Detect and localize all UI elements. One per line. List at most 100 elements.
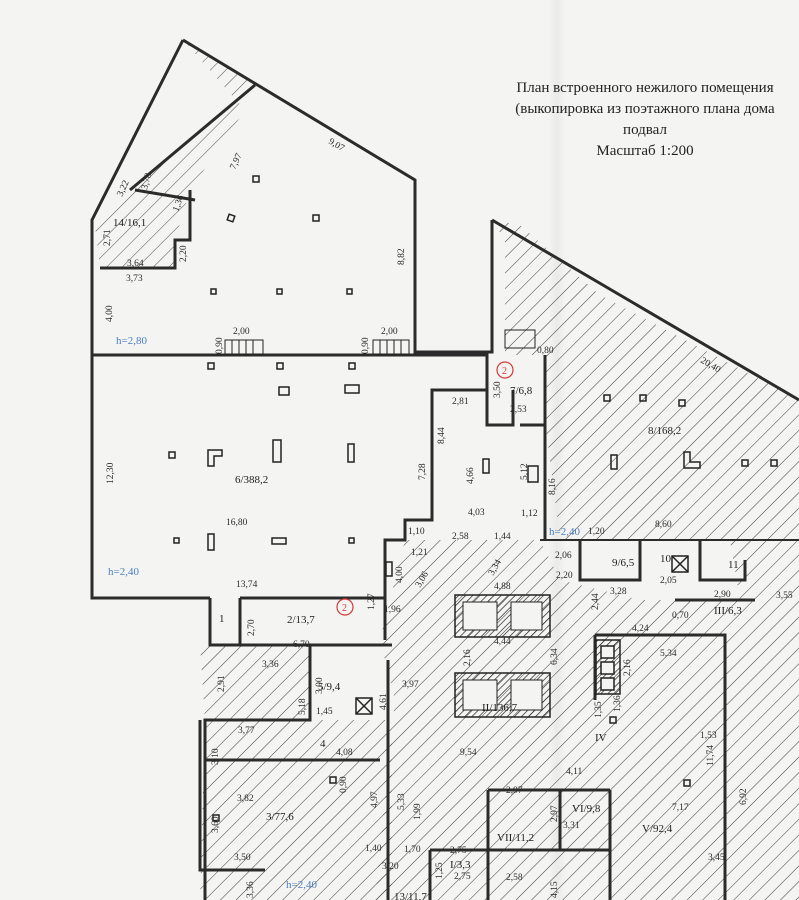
marker-2: 2 bbox=[342, 603, 347, 614]
dim: 3,77 bbox=[238, 726, 255, 736]
dim: 3,36 bbox=[262, 660, 279, 670]
dim: 7,17 bbox=[672, 803, 689, 813]
dim: 2,97 bbox=[550, 805, 560, 822]
dim: 4,11 bbox=[566, 767, 583, 777]
dim: 1,99 bbox=[413, 803, 423, 820]
dim: 1,10 bbox=[408, 527, 425, 537]
dim: 2,16 bbox=[463, 649, 473, 666]
room-5-label: 5/9,4 bbox=[318, 681, 341, 693]
room-7-label: 7/6,8 bbox=[510, 385, 533, 397]
dim: 4,24 bbox=[632, 624, 649, 634]
dim: 6,92 bbox=[739, 788, 749, 805]
dim: 3,82 bbox=[237, 794, 254, 804]
dim: 4,44 bbox=[494, 637, 511, 647]
dim: 1,12 bbox=[521, 509, 538, 519]
dim: 1,53 bbox=[700, 731, 717, 741]
room-4-label: 4 bbox=[320, 738, 326, 750]
dim: 1,45 bbox=[316, 707, 333, 717]
hatch-central-lower bbox=[375, 540, 799, 900]
dim: 16,80 bbox=[226, 518, 248, 528]
dim: 1,40 bbox=[365, 844, 382, 854]
dim: 2,90 bbox=[714, 590, 731, 600]
title-line-1: План встроенного нежилого помещения bbox=[516, 80, 774, 96]
dim: 1,25 bbox=[435, 862, 445, 879]
title-line-4: Масштаб 1:200 bbox=[596, 143, 694, 159]
dim: 1,36 bbox=[613, 695, 623, 712]
plan-title-block: План встроенного нежилого помещения (вык… bbox=[480, 78, 799, 162]
dim: 2,20 bbox=[179, 245, 189, 262]
dim: 3,28 bbox=[610, 587, 627, 597]
dim: 4,61 bbox=[379, 693, 389, 710]
hatch-lower-left bbox=[200, 645, 392, 900]
dim: 4,97 bbox=[370, 791, 380, 808]
room-13-label: 13/11,7 bbox=[394, 891, 427, 900]
dim: 2,20 bbox=[556, 571, 573, 581]
dim: 8,16 bbox=[548, 478, 558, 495]
red-markers: 2 2 bbox=[336, 361, 514, 616]
dim: 2,44 bbox=[591, 593, 601, 610]
room-IV-label: IV bbox=[595, 732, 607, 744]
room-2-label: 2/13,7 bbox=[287, 614, 315, 626]
room-6-label: 6/388,2 bbox=[235, 474, 268, 486]
room-14-label: 14/16,1 bbox=[113, 217, 146, 229]
dim: 8,44 bbox=[437, 427, 447, 444]
dim: 2,05 bbox=[660, 576, 677, 586]
dim: 3,36 bbox=[246, 881, 256, 898]
room-V-label: V/92,4 bbox=[642, 823, 673, 835]
dim: 3,64 bbox=[127, 259, 144, 269]
columns bbox=[168, 175, 778, 822]
dim: 1,35 bbox=[594, 701, 604, 718]
height-note-3: h=2,40 bbox=[549, 526, 580, 538]
room-1-label: 1 bbox=[219, 613, 225, 625]
dim: 4,15 bbox=[550, 881, 560, 898]
dim: 2,71 bbox=[103, 229, 113, 246]
dim: 5,18 bbox=[298, 698, 308, 715]
dim: 2,53 bbox=[510, 405, 527, 415]
hatch-room-8 bbox=[492, 220, 799, 600]
stairs bbox=[224, 329, 536, 355]
dim: 3,20 bbox=[382, 862, 399, 872]
room-11-label: 11 bbox=[728, 559, 739, 571]
room-II-label: II/136,7 bbox=[482, 702, 518, 714]
dim: 9,07 bbox=[327, 137, 347, 154]
dim: 1,96 bbox=[384, 605, 401, 615]
dim: 3,45 bbox=[708, 853, 725, 863]
room-III-label: III/6,3 bbox=[714, 605, 742, 617]
room-labels: 14/16,1 6/388,2 7/6,8 8/168,2 2/13,7 9/6… bbox=[113, 217, 742, 900]
dim: 1,21 bbox=[411, 548, 428, 558]
dim: 2,58 bbox=[452, 532, 469, 542]
dim: 2,75 bbox=[454, 872, 471, 882]
dim: 7,28 bbox=[418, 463, 428, 480]
height-notes: h=2,80 h=2,40 h=2,40 h=2,40 bbox=[108, 335, 580, 891]
dim: 1,44 bbox=[494, 532, 511, 542]
dim: 7,97 bbox=[229, 152, 245, 172]
dim: 4,00 bbox=[395, 566, 405, 583]
room-9-label: 9/6,5 bbox=[612, 557, 635, 569]
room-10-label: 10 bbox=[660, 553, 672, 565]
dim: 4,00 bbox=[105, 305, 115, 322]
dim: 12,30 bbox=[106, 462, 116, 484]
height-note-2: h=2,40 bbox=[108, 566, 139, 578]
dim: 2,97 bbox=[506, 786, 523, 796]
shaft-blocks bbox=[355, 555, 689, 715]
dim: 4,66 bbox=[466, 467, 476, 484]
dim: 3,55 bbox=[776, 591, 793, 601]
dim: 5,12 bbox=[520, 463, 530, 480]
room-VI-label: VI/9,8 bbox=[572, 803, 601, 815]
dim: 6,34 bbox=[550, 648, 560, 665]
title-line-2: (выкопировка из поэтажного плана дома bbox=[515, 101, 775, 117]
dim: 5,33 bbox=[397, 793, 407, 810]
dim: 3,78 bbox=[140, 172, 154, 191]
height-note-1: h=2,80 bbox=[116, 335, 147, 347]
dim: 3,31 bbox=[563, 821, 580, 831]
dim: 3,10 bbox=[211, 748, 221, 765]
dim: 4,08 bbox=[336, 748, 353, 758]
dim: 2,91 bbox=[217, 675, 227, 692]
room-I-label: I/3,3 bbox=[450, 859, 471, 871]
dim: 3,50 bbox=[493, 381, 503, 398]
dim: 0,80 bbox=[537, 346, 554, 356]
walls bbox=[90, 38, 799, 900]
dim: 13,74 bbox=[236, 580, 258, 590]
dim: 2,00 bbox=[381, 327, 398, 337]
room-VII-label: VII/11,2 bbox=[497, 832, 534, 844]
